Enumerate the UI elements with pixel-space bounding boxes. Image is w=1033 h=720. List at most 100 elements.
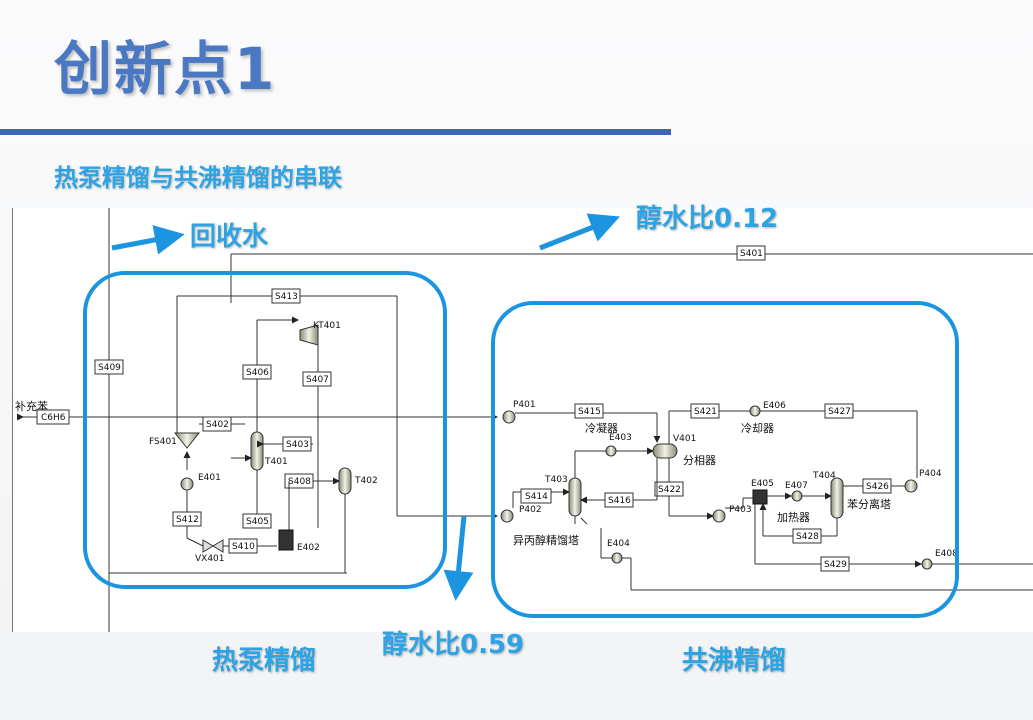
- fs401-label: FS401: [149, 437, 177, 447]
- e404-label: E404: [607, 539, 630, 549]
- t401-label: T401: [264, 457, 288, 467]
- e401-label: E401: [198, 473, 221, 483]
- e406-label: E406: [763, 401, 786, 411]
- stream-s426-label: S426: [866, 482, 889, 492]
- stream-s407-label: S407: [306, 375, 329, 385]
- heat-pump-section: 补充苯 C6H6 S409 S401 S413 KT401 S407 S406: [15, 245, 1033, 574]
- slide-subtitle: 热泵精馏与共沸精馏的串联: [54, 164, 342, 192]
- stream-s414: [520, 488, 552, 504]
- stream-s414-label: S414: [525, 492, 548, 502]
- vx401-label: VX401: [195, 554, 225, 564]
- ratio-bottom-annotation: 醇水比0.59: [382, 630, 525, 660]
- p401-pump: [502, 410, 516, 424]
- stream-s402: [202, 416, 232, 432]
- e405-exchanger: [752, 489, 768, 505]
- stream-s412-label: S412: [176, 515, 199, 525]
- stream-s410: [228, 538, 258, 554]
- slide-title: 创新点1: [54, 35, 277, 103]
- process-flow-diagram: .ln { stroke:#333; stroke-width:1; fill:…: [12, 208, 1033, 632]
- p402-pump: [500, 509, 514, 523]
- e406-cooler: [749, 405, 761, 417]
- t401-column: [250, 431, 264, 471]
- stream-s428-label: S428: [796, 532, 819, 542]
- stream-s429: [820, 556, 850, 572]
- stream-s403: [282, 436, 312, 452]
- t403-label: T403: [544, 475, 568, 485]
- stream-s408: [284, 473, 314, 489]
- stream-s413-label: S413: [275, 292, 298, 302]
- e402-label: E402: [297, 543, 320, 553]
- t404-column: [830, 477, 844, 519]
- title-underline: [0, 129, 671, 135]
- azeotropic-section: P401 S415 冷凝器 E403 V401 分相器 S421 E406 冷却…: [500, 400, 1033, 591]
- stream-s416: [604, 492, 634, 508]
- stream-s409-label: S409: [98, 363, 121, 373]
- stream-s403-label: S403: [286, 440, 309, 450]
- stream-s427-label: S427: [828, 407, 851, 417]
- stream-s416-label: S416: [608, 496, 631, 506]
- stream-s407: [302, 371, 332, 387]
- fs401-flash: [173, 432, 201, 449]
- v401-separator: [652, 443, 678, 459]
- ratio-top-annotation: 醇水比0.12: [636, 204, 779, 234]
- t402-vessel: [338, 467, 352, 495]
- e401-exchanger: [180, 477, 194, 491]
- e408-label: E408: [935, 549, 958, 559]
- stream-s428: [792, 528, 822, 544]
- p402-label: P402: [519, 505, 542, 515]
- stream-s421-label: S421: [694, 407, 717, 417]
- stream-s406: [242, 364, 272, 380]
- stream-s405: [242, 513, 272, 529]
- recycle-water-annotation: 回收水: [190, 222, 269, 252]
- e405-label: E405: [751, 479, 774, 489]
- e407-label: E407: [785, 481, 808, 491]
- e404-exchanger: [611, 552, 623, 564]
- stream-s409: [94, 359, 124, 375]
- heater-caption: 加热器: [777, 511, 810, 524]
- stream-s401: [736, 245, 766, 261]
- vx401-valve: [212, 539, 224, 553]
- stream-s405-label: S405: [246, 517, 269, 527]
- t404-label: T404: [812, 471, 836, 481]
- kt401-label: KT401: [313, 321, 341, 331]
- ipa-tower-caption: 异丙醇精馏塔: [513, 533, 579, 547]
- v401-label: V401: [673, 434, 696, 444]
- p404-pump: [904, 479, 918, 493]
- stream-s413: [271, 288, 301, 304]
- flowsheet-svg: .ln { stroke:#333; stroke-width:1; fill:…: [15, 208, 1033, 632]
- stream-s406-label: S406: [246, 368, 269, 378]
- stream-s427: [824, 403, 854, 419]
- e403-exchanger: [605, 445, 617, 457]
- stream-c6h6-label: C6H6: [41, 413, 66, 423]
- condenser-caption: 冷凝器: [585, 421, 618, 435]
- heat-pump-annotation: 热泵精馏: [212, 646, 317, 676]
- stream-s426: [862, 478, 892, 494]
- phase-separator-caption: 分相器: [683, 454, 716, 467]
- stream-s412: [172, 511, 202, 527]
- benzene-tower-caption: 苯分离塔: [847, 497, 891, 511]
- stream-s401-label: S401: [740, 249, 763, 259]
- p403-pump: [712, 509, 726, 523]
- stream-s415: [574, 403, 604, 419]
- e402-reboiler: [278, 529, 294, 551]
- azeotropic-annotation: 共沸精馏: [682, 646, 787, 676]
- t402-label: T402: [354, 476, 378, 486]
- t403-column: [568, 477, 582, 517]
- heat-pump-highlight-box: [83, 271, 447, 589]
- e403-label: E403: [609, 433, 632, 443]
- stream-s421: [690, 403, 720, 419]
- stream-s429-label: S429: [824, 560, 847, 570]
- p401-label: P401: [513, 400, 536, 410]
- p404-label: P404: [919, 469, 942, 479]
- stream-s410-label: S410: [232, 542, 255, 552]
- p403-label: P403: [729, 505, 752, 515]
- e408-exchanger: [921, 558, 933, 570]
- stream-s422-label: S422: [658, 485, 681, 495]
- stream-s415-label: S415: [578, 407, 601, 417]
- stream-s422: [654, 481, 684, 497]
- stream-s408-label: S408: [288, 477, 311, 487]
- stream-s402-label: S402: [206, 420, 229, 430]
- cooler-caption: 冷却器: [741, 422, 774, 435]
- e407-heater: [791, 490, 803, 502]
- azeotropic-highlight-box: [491, 301, 959, 618]
